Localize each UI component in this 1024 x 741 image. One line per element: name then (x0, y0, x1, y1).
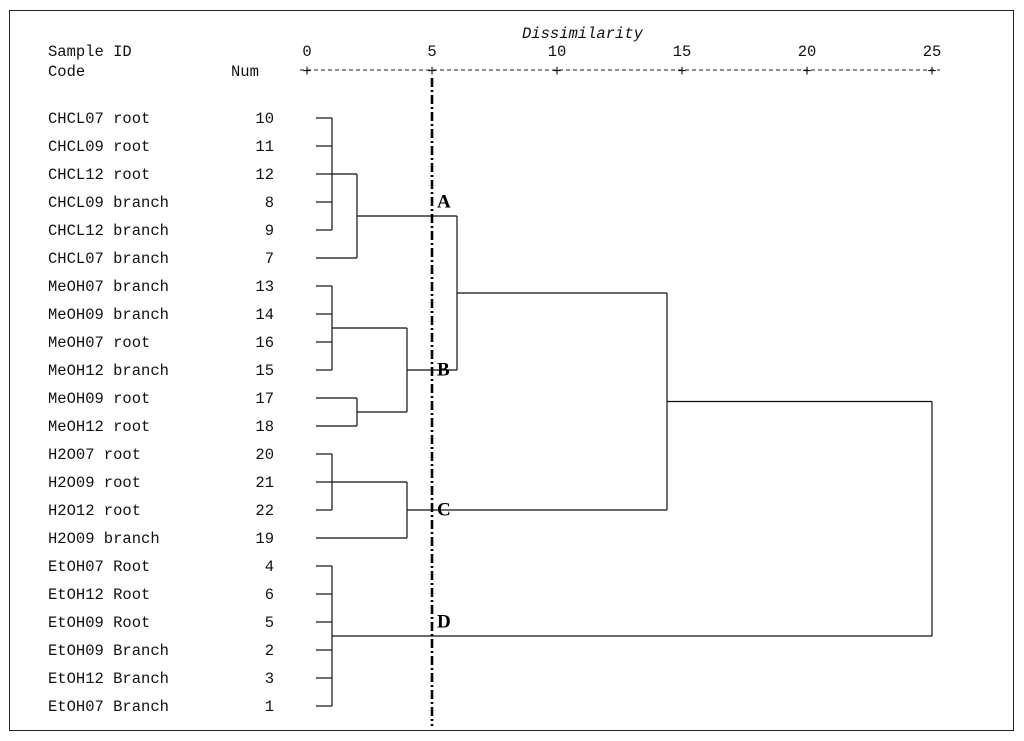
leaf-code: CHCL12 root (48, 166, 150, 184)
leaf-code: CHCL12 branch (48, 222, 169, 240)
leaf-code: CHCL09 branch (48, 194, 169, 212)
tick-label: 15 (673, 43, 692, 61)
leaf-num: 7 (265, 250, 274, 268)
tick-label: 25 (923, 43, 942, 61)
leaf-code: EtOH07 Branch (48, 698, 169, 716)
leaf-code: EtOH09 Branch (48, 642, 169, 660)
leaf-code: EtOH07 Root (48, 558, 150, 576)
cluster-label: A (437, 192, 451, 213)
leaf-num: 18 (255, 418, 274, 436)
leaf-code: H2O07 root (48, 446, 141, 464)
cluster-label: D (437, 612, 451, 633)
leaf-num: 21 (255, 474, 274, 492)
leaf-code: H2O09 branch (48, 530, 160, 548)
leaf-num: 1 (265, 698, 274, 716)
cluster-labels: A B C D (437, 192, 451, 633)
leaf-code: CHCL09 root (48, 138, 150, 156)
leaf-num: 15 (255, 362, 274, 380)
leaf-code: EtOH12 Branch (48, 670, 169, 688)
tick-mark: + (552, 63, 561, 81)
leaf-code: H2O12 root (48, 502, 141, 520)
leaf-code: CHCL07 root (48, 110, 150, 128)
leaf-num: 3 (265, 670, 274, 688)
leaf-num: 11 (255, 138, 274, 156)
leaf-code: EtOH09 Root (48, 614, 150, 632)
tick-label: 0 (302, 43, 311, 61)
leaf-num: 12 (255, 166, 274, 184)
leaf-num: 20 (255, 446, 274, 464)
leaf-code: MeOH12 branch (48, 362, 169, 380)
leaf-code: MeOH07 branch (48, 278, 169, 296)
leaf-num: 5 (265, 614, 274, 632)
tick-mark: + (802, 63, 811, 81)
leaf-num: 9 (265, 222, 274, 240)
axis-ticks: 0 +5 +10 +15 +20 +25 + (302, 43, 941, 81)
leaf-code: MeOH09 root (48, 390, 150, 408)
leaf-code: MeOH07 root (48, 334, 150, 352)
leaf-num: 17 (255, 390, 274, 408)
tick-label: 5 (427, 43, 436, 61)
leaf-num: 4 (265, 558, 274, 576)
tick-mark: + (677, 63, 686, 81)
leaf-code: MeOH09 branch (48, 306, 169, 324)
leaf-num: 2 (265, 642, 274, 660)
leaf-num: 8 (265, 194, 274, 212)
axis-title: Dissimilarity (522, 25, 644, 43)
figure-frame (9, 10, 1014, 731)
cluster-label: B (437, 360, 450, 381)
cluster-label: C (437, 500, 451, 521)
tick-label: 20 (798, 43, 817, 61)
leaf-num: 22 (255, 502, 274, 520)
leaf-num: 16 (255, 334, 274, 352)
column-header-num: Num (231, 63, 259, 81)
column-header-sample-id: Sample ID (48, 43, 132, 61)
column-header-code: Code (48, 63, 85, 81)
tick-mark: + (427, 63, 436, 81)
tick-label: 10 (548, 43, 567, 61)
leaf-code: MeOH12 root (48, 418, 150, 436)
leaf-num: 13 (255, 278, 274, 296)
leaf-num: 19 (255, 530, 274, 548)
leaf-num: 6 (265, 586, 274, 604)
leaf-code: H2O09 root (48, 474, 141, 492)
dendrogram-branches (316, 117, 933, 707)
leaf-code: CHCL07 branch (48, 250, 169, 268)
leaf-code: EtOH12 Root (48, 586, 150, 604)
tick-mark: + (927, 63, 936, 81)
tick-mark: + (302, 63, 311, 81)
leaf-num: 10 (255, 110, 274, 128)
leaf-num: 14 (255, 306, 274, 324)
